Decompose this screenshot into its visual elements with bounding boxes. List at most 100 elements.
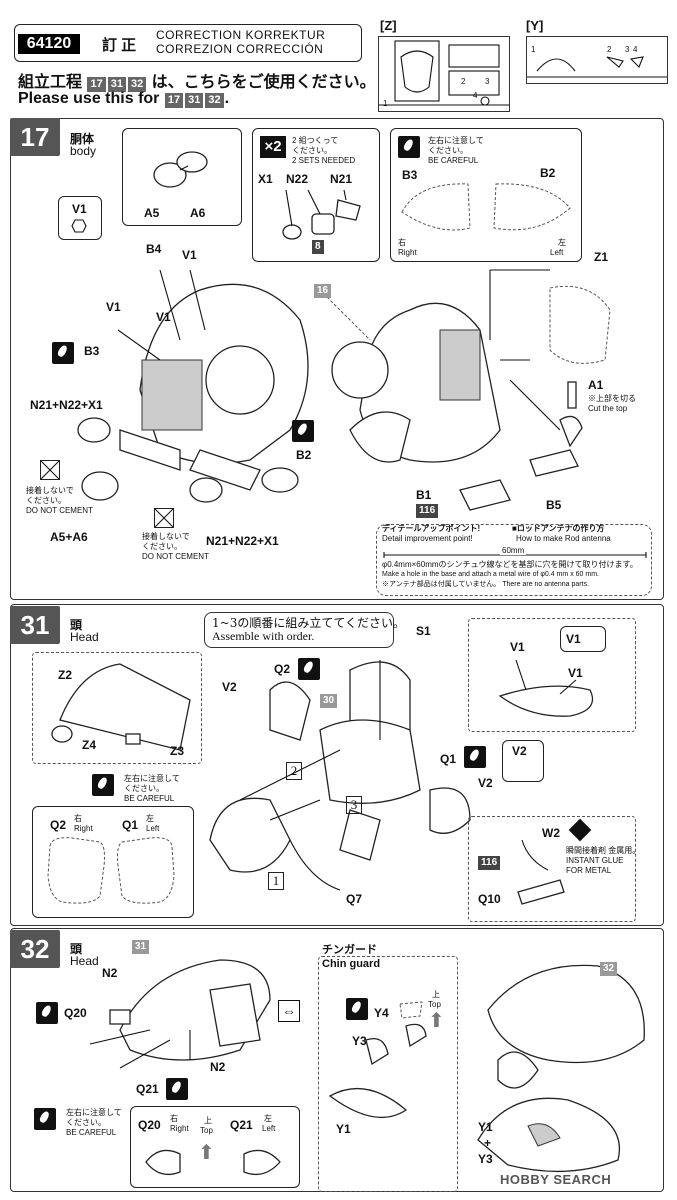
y1y3-b-label: Y3 [478, 1152, 493, 1166]
tag-116: 116 [416, 504, 439, 518]
v2-label: V2 [222, 680, 237, 694]
top-en: Top [200, 1126, 213, 1135]
q2-right-jp: 右 [74, 814, 82, 823]
top2-arrow-icon: ⬆ [428, 1010, 445, 1032]
rod-note-2: ※アンテナ部品は付属していません。 There are no antenna p… [382, 581, 590, 588]
sprue-y-num-1: 1 [531, 45, 536, 54]
no-cement2-jp: 接着しないで [142, 532, 190, 541]
caution-icon-q20 [36, 1002, 58, 1024]
rod-en: How to make Rod antenna [516, 534, 611, 543]
q20-q21-box [130, 1106, 300, 1188]
z-parts-box [32, 652, 202, 764]
step-31-section [10, 604, 664, 926]
q1-left-jp: 左 [146, 814, 154, 823]
y1-label: Y1 [336, 1122, 351, 1136]
q2r-label: Q2 [50, 818, 67, 832]
s1-label: S1 [416, 624, 431, 638]
n2b-label: N2 [210, 1060, 226, 1074]
step32-head-drawing [89, 959, 271, 1069]
q20-label: Q20 [64, 1006, 87, 1020]
q10-label: Q10 [478, 892, 501, 906]
a5-label: A5 [144, 206, 160, 220]
v1a-label: V1 [182, 248, 197, 262]
v1-part-box-31 [560, 626, 606, 652]
z4-label: Z4 [82, 738, 97, 752]
a6-label: A6 [190, 206, 206, 220]
v1-box-label: V1 [72, 202, 87, 216]
v1-part-icon [71, 219, 87, 233]
b1-label: B1 [416, 488, 432, 502]
x1-n22-n21-drawing [282, 189, 361, 240]
a1-label: A1 [588, 378, 604, 392]
sets-jp: 2 組つくって [292, 136, 339, 145]
v2-part-box [502, 740, 544, 782]
caution-icon-chin [346, 998, 368, 1020]
right-jp: 右 [398, 238, 406, 247]
q2-label: Q2 [274, 662, 291, 676]
no-cement-jp2: ください。 [26, 496, 66, 505]
cut-top-jp: ※上部を切る [588, 394, 636, 403]
sprue-z-num-2: 2 [461, 77, 466, 86]
step-17-number: 17 [10, 118, 60, 156]
step-17-section [10, 118, 664, 600]
b5-label: B5 [546, 498, 562, 512]
caution-icon-32 [34, 1108, 56, 1130]
careful31-en: BE CAREFUL [124, 794, 175, 803]
chin-guard-drawing [328, 1001, 427, 1119]
sprue-y: 1 2 3 4 [526, 36, 668, 84]
correction-line2: CORREZION CORRECCIÓN [156, 42, 324, 56]
q20-right-jp: 右 [170, 1114, 178, 1123]
no-cement2-en: DO NOT CEMENT [142, 552, 209, 561]
rotate-view-icon: ⇔ [278, 1000, 300, 1022]
q21-left-en: Left [262, 1124, 276, 1133]
y3-label: Y3 [352, 1034, 367, 1048]
v1box31-label: V1 [566, 632, 581, 646]
step-32-title-en: Head [70, 954, 99, 968]
right-en: Right [398, 248, 417, 257]
z-parts-drawing [51, 663, 191, 751]
step-17-title-en: body [70, 144, 97, 158]
rod-length: 60mm [500, 546, 527, 555]
caution-icon-q2 [298, 658, 320, 680]
sprue-z-drawing [379, 40, 509, 106]
q2-right-en: Right [74, 824, 93, 833]
v1-detail-box [468, 618, 636, 732]
q1-left-en: Left [146, 824, 160, 833]
careful-b3-b2-box [390, 128, 582, 262]
sets-jp2: ください。 [292, 146, 332, 155]
sprue-y-num-4: 4 [633, 45, 638, 54]
sprue-z-label: [Z] [380, 18, 397, 33]
no-cement2-jp2: ください。 [142, 542, 182, 551]
w2-label: W2 [542, 826, 560, 840]
y1y3-a-label: Y1 [478, 1120, 493, 1134]
tag-8: 8 [312, 240, 324, 254]
step-17-title-jp: 胴体 [70, 132, 95, 146]
sets-en: 2 SETS NEEDED [292, 156, 356, 165]
left-jp: 左 [558, 238, 566, 247]
chin-jp: チンガード [322, 944, 377, 956]
x1-label: X1 [258, 172, 273, 186]
b2-label: B2 [540, 166, 556, 180]
header-frame [14, 24, 362, 62]
careful32-jp: 左右に注意して [66, 1108, 122, 1117]
careful32-en: BE CAREFUL [66, 1128, 117, 1137]
order-num-1: 1 [268, 872, 284, 890]
glue-en1: INSTANT GLUE [566, 856, 624, 865]
q20-q21-drawing [145, 1149, 281, 1176]
w2-q10-drawing [517, 839, 565, 905]
v1-detail-drawing [498, 659, 594, 717]
detail-jp: ディテールアップポイント! [382, 524, 481, 533]
watermark: HOBBY SEARCH [500, 1172, 612, 1187]
no-cement-en: DO NOT CEMENT [26, 506, 93, 515]
top2-jp: 上 [432, 990, 440, 999]
step17-body-drawing [77, 269, 611, 511]
rod-note-en: Make a hole in the base and attach a met… [382, 571, 599, 578]
a5a6-label: A5+A6 [50, 530, 88, 544]
step-31-title-jp: 頭 [70, 618, 83, 632]
q21-label: Q21 [136, 1082, 159, 1096]
caution-icon-b3 [52, 342, 74, 364]
no-cement-icon [40, 460, 60, 480]
v2b-label: V2 [478, 776, 493, 790]
q1-q2-drawing [47, 837, 175, 904]
